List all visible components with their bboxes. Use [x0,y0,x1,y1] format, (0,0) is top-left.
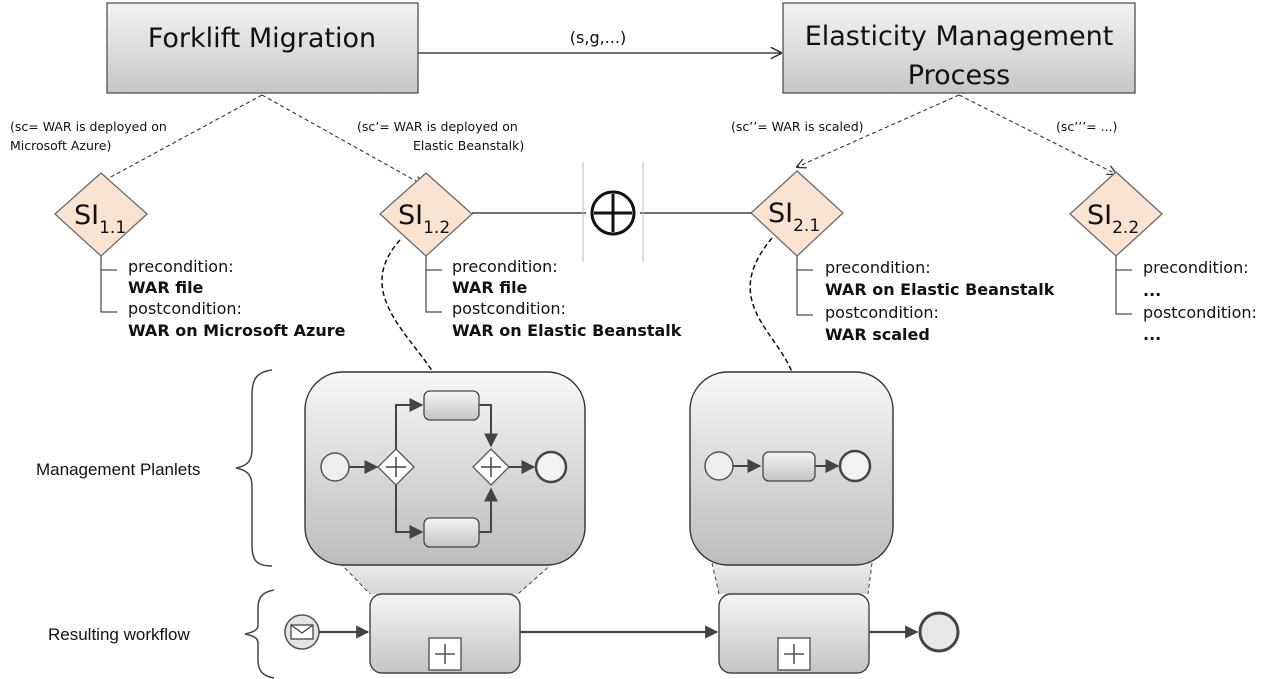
start-event-icon [320,452,350,482]
scenario-label-sc2-line2: Elastic Beanstalk) [413,138,524,153]
end-event-icon [838,449,872,483]
precondition-label: precondition: [825,258,931,277]
si-diamond-shape [1069,171,1163,257]
process-edge-label: (s,g,...) [570,28,626,47]
postcondition-value: ... [1143,325,1161,344]
si-label: SI [768,198,793,229]
circled-plus-icon [590,190,636,236]
start-event-icon [704,451,734,481]
forklift-migration-box: Forklift Migration [106,2,419,94]
si-subscript: 1.2 [423,218,450,238]
svg-text:SI1.1: SI1.1 [74,200,126,238]
dashed-arrow-si11 [96,94,263,185]
postcondition-value: WAR on Elastic Beanstalk [452,321,682,340]
si-subscript: 2.1 [793,216,820,236]
condition-bracket [100,256,117,313]
precondition-label: precondition: [452,257,558,276]
workflow-side-label: Resulting workflow [48,625,190,644]
postcondition-value: WAR scaled [825,325,930,344]
si-label: SI [1087,200,1112,231]
postcondition-label: postcondition: [452,299,566,318]
si-1-2: SI1.2 [379,172,473,257]
scenario-label-sc2-line1: (sc’= WAR is deployed on [357,119,518,134]
elasticity-management-box: Elasticity Management Process [782,2,1136,94]
si-label: SI [398,200,423,231]
postcondition-label: postcondition: [128,299,242,318]
forklift-migration-label: Forklift Migration [148,23,376,54]
management-planlet-1 [304,371,586,566]
planlet-task [423,517,480,548]
precondition-value: WAR file [452,278,528,297]
scenario-label-sc3: (sc’’= WAR is scaled) [731,119,864,134]
postcondition-label: postcondition: [825,303,939,322]
condition-bracket [425,256,442,313]
dashed-arrow-si22 [958,94,1116,174]
scenario-label-sc1-line1: (sc= WAR is deployed on [10,119,167,134]
precondition-label: precondition: [128,257,234,276]
si-2-2: SI2.2 [1069,171,1163,257]
svg-text:SI1.2: SI1.2 [398,200,450,238]
si-diamond-shape [54,172,148,257]
elasticity-management-label-line1: Elasticity Management [805,21,1114,52]
message-start-event-icon [284,614,320,650]
scenario-label-sc4: (sc’’’= ...) [1056,119,1117,134]
workflow-subprocess-1 [369,593,521,674]
si-label: SI [74,200,99,231]
si-diamond-shape [379,172,473,257]
si-1-1: SI1.1 [54,172,148,257]
svg-text:SI2.2: SI2.2 [1087,200,1139,238]
si-subscript: 1.1 [99,218,126,238]
planlet-task [762,451,816,482]
scenario-label-sc1-line2: Microsoft Azure) [10,138,111,153]
zoom-connector-1 [340,563,553,594]
planlet-link-si12 [381,239,434,373]
planlet-task [423,390,480,421]
zoom-connector-2 [712,563,872,594]
si-2-1: SI2.1 [750,170,844,257]
postcondition-label: postcondition: [1143,303,1257,322]
precondition-value: ... [1143,281,1161,300]
workflow-subprocess-2 [718,593,870,674]
dashed-arrow-si12 [261,94,423,185]
si-diamond-shape [750,170,844,257]
precondition-value: WAR file [128,278,204,297]
end-event-icon [534,450,568,484]
si-subscript: 2.2 [1112,218,1139,238]
management-planlet-2 [689,371,894,566]
planlets-brace [235,369,273,567]
workflow-end-event-icon [918,611,960,653]
workflow-brace [244,589,275,679]
dashed-arrow-si21 [797,94,960,167]
svg-text:SI2.1: SI2.1 [768,198,820,236]
precondition-value: WAR on Elastic Beanstalk [825,280,1055,299]
planlets-side-label: Management Planlets [36,460,200,479]
planlet-link-si21 [749,237,793,373]
condition-bracket [1115,256,1132,315]
elasticity-management-label-line2: Process [908,60,1010,91]
precondition-label: precondition: [1143,258,1249,277]
condition-bracket [796,256,813,316]
postcondition-value: WAR on Microsoft Azure [128,321,346,340]
